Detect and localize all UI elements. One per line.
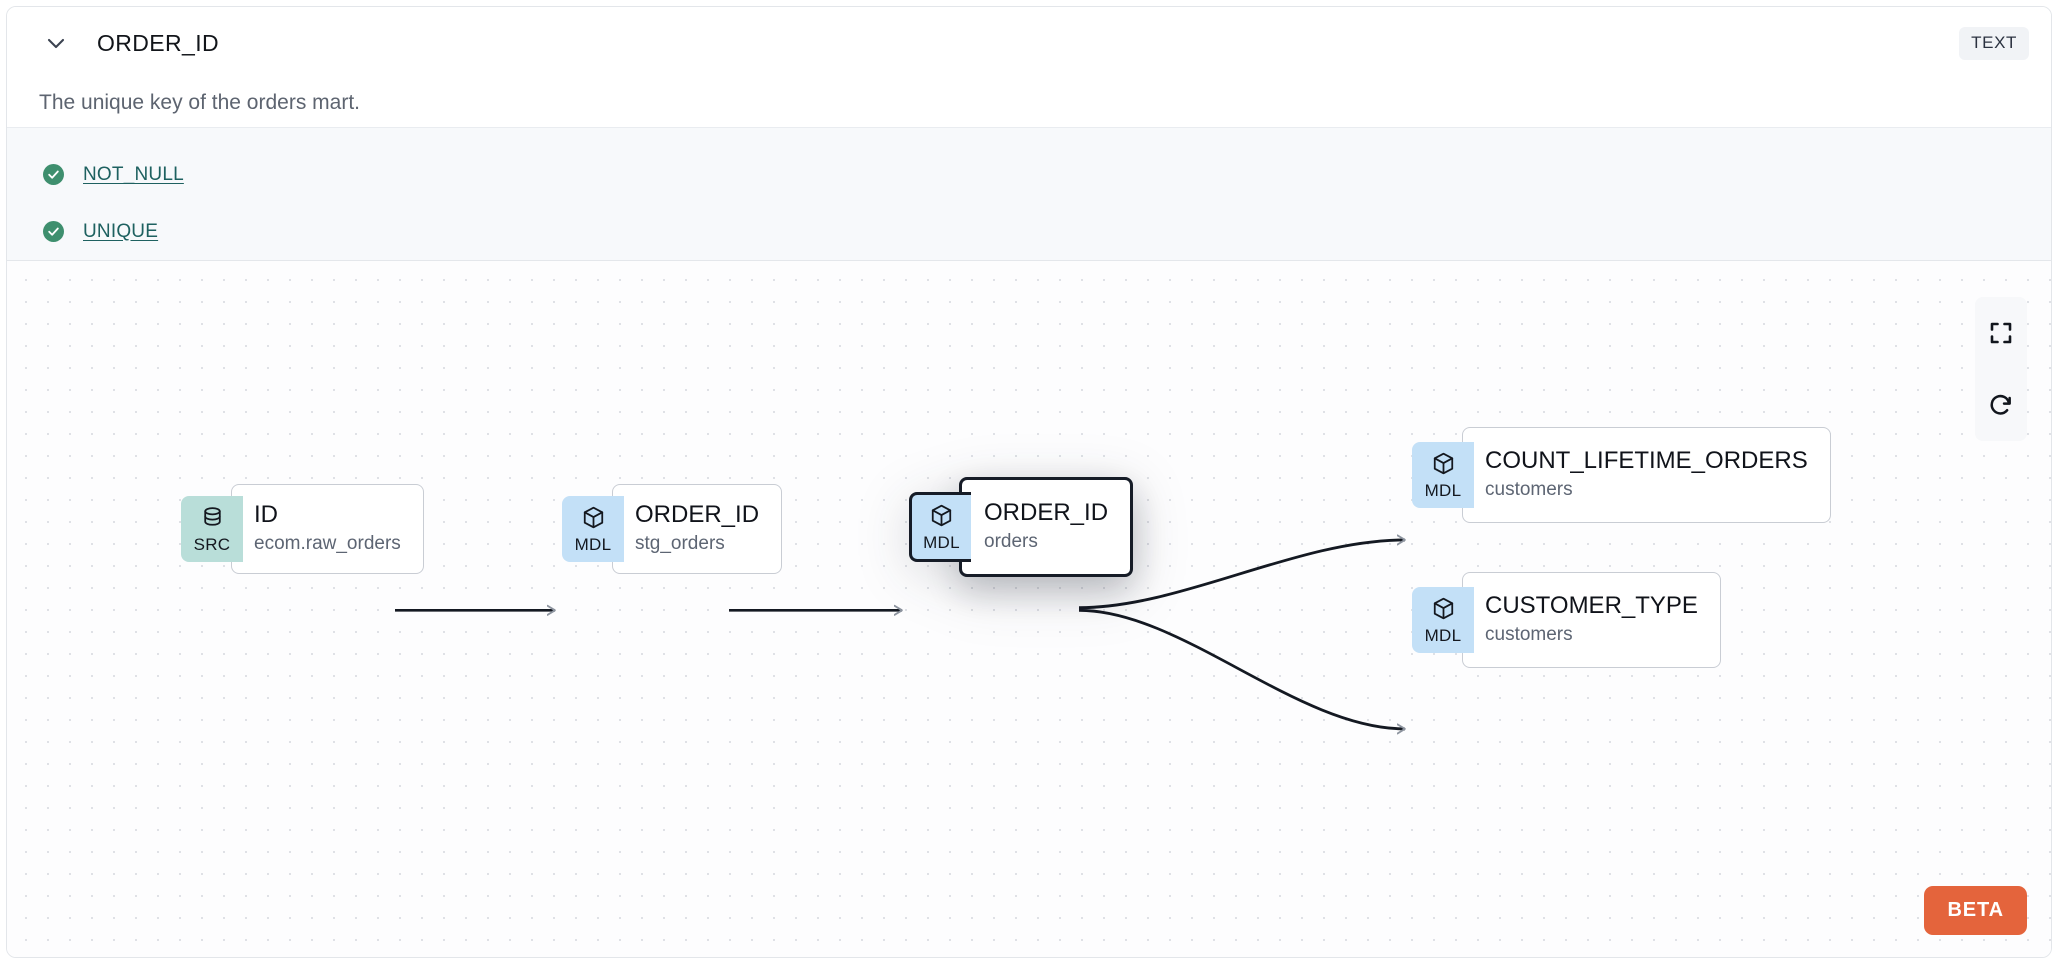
fit-screen-icon: [1989, 321, 2013, 345]
test-link-not-null[interactable]: NOT_NULL: [83, 163, 184, 185]
lineage-node-stg-orders[interactable]: MDL ORDER_ID stg_orders: [562, 484, 783, 574]
node-badge-mdl: MDL: [1412, 442, 1474, 508]
node-body: ID ecom.raw_orders: [231, 484, 424, 574]
node-name: COUNT_LIFETIME_ORDERS: [1485, 447, 1808, 474]
reset-button[interactable]: [1975, 369, 2027, 441]
chevron-down-icon[interactable]: [39, 26, 73, 60]
node-badge-label: MDL: [1424, 481, 1462, 500]
node-badge-label: MDL: [923, 533, 960, 552]
canvas-controls: [1975, 297, 2027, 441]
cube-icon: [929, 503, 954, 533]
test-row[interactable]: NOT_NULL: [7, 146, 2051, 203]
node-badge-label: SRC: [193, 535, 231, 554]
lineage-graph-canvas[interactable]: SRC ID ecom.raw_orders MDL ORDE: [7, 261, 2051, 957]
tests-list: NOT_NULL UNIQUE: [7, 127, 2051, 261]
node-name: CUSTOMER_TYPE: [1485, 592, 1698, 619]
node-badge-mdl: MDL: [1412, 587, 1474, 653]
node-body: ORDER_ID orders: [959, 477, 1134, 577]
lineage-node-customer-type[interactable]: MDL CUSTOMER_TYPE customers: [1412, 572, 1721, 668]
database-icon: [200, 505, 225, 535]
node-badge-label: MDL: [1424, 626, 1462, 645]
lineage-node-count-lifetime-orders[interactable]: MDL COUNT_LIFETIME_ORDERS customers: [1412, 427, 1831, 523]
lineage-edges: [395, 261, 2051, 957]
node-body: COUNT_LIFETIME_ORDERS customers: [1462, 427, 1831, 523]
refresh-icon: [1988, 392, 2014, 418]
column-detail-panel: ORDER_ID TEXT The unique key of the orde…: [6, 6, 2052, 958]
node-body: CUSTOMER_TYPE customers: [1462, 572, 1721, 668]
cube-icon: [581, 505, 606, 535]
fit-view-button[interactable]: [1975, 297, 2027, 369]
node-name: ORDER_ID: [635, 501, 760, 528]
node-badge-label: MDL: [574, 535, 612, 554]
cube-icon: [1431, 596, 1456, 626]
page-title: ORDER_ID: [97, 29, 220, 56]
lineage-node-src-id[interactable]: SRC ID ecom.raw_orders: [181, 484, 424, 574]
check-circle-icon: [43, 221, 64, 242]
column-description: The unique key of the orders mart.: [7, 79, 2051, 127]
cube-icon: [1431, 451, 1456, 481]
node-body: ORDER_ID stg_orders: [612, 484, 783, 574]
test-row[interactable]: UNIQUE: [7, 203, 2051, 260]
lineage-node-orders-selected[interactable]: MDL ORDER_ID orders: [909, 477, 1134, 577]
node-name: ORDER_ID: [984, 499, 1109, 526]
panel-header: ORDER_ID TEXT: [7, 7, 2051, 79]
node-badge-mdl: MDL: [562, 496, 624, 562]
node-subtitle: stg_orders: [635, 533, 725, 555]
node-subtitle: customers: [1485, 624, 1573, 646]
node-subtitle: ecom.raw_orders: [254, 533, 401, 555]
node-badge-src: SRC: [181, 496, 243, 562]
data-type-badge: TEXT: [1959, 26, 2029, 60]
test-link-unique[interactable]: UNIQUE: [83, 220, 159, 242]
node-badge-mdl: MDL: [909, 492, 971, 562]
node-name: ID: [254, 501, 278, 528]
check-circle-icon: [43, 164, 64, 185]
node-subtitle: customers: [1485, 479, 1573, 501]
beta-badge[interactable]: BETA: [1924, 886, 2027, 935]
node-subtitle: orders: [984, 531, 1038, 553]
